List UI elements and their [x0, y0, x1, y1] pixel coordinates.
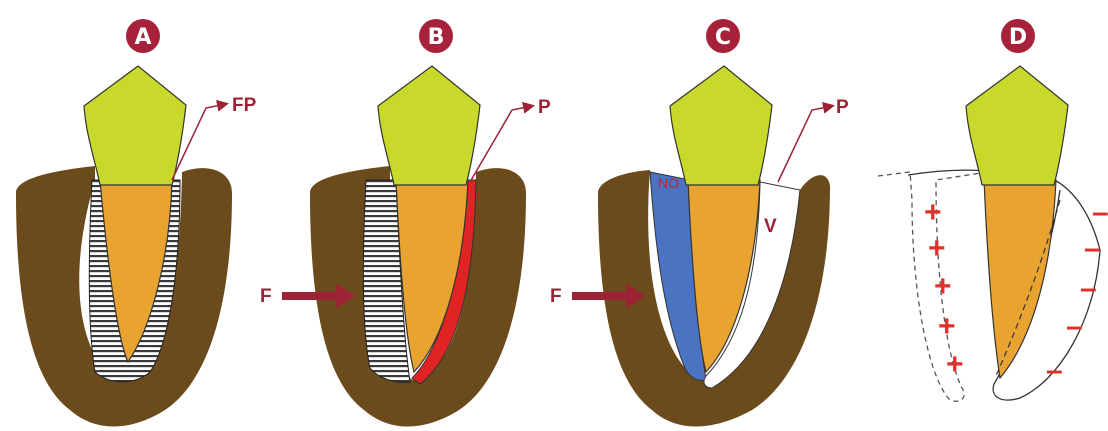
plus-sign: + — [946, 348, 964, 381]
label-f-c: F — [550, 286, 562, 307]
plus-sign: + — [938, 310, 956, 343]
panel-a: A FP — [16, 19, 257, 427]
panel-c: C P F NO V — [550, 19, 849, 427]
badge-a: A — [126, 19, 160, 53]
label-no: NO — [658, 175, 679, 191]
badge-c-text: C — [715, 25, 731, 50]
crown-b — [378, 66, 480, 185]
plus-sign: + — [928, 232, 946, 265]
label-f-b: F — [260, 286, 272, 307]
minus-sign: – — [1046, 354, 1063, 387]
label-fp: FP — [232, 95, 257, 116]
crown-c — [670, 66, 772, 185]
minus-sign: – — [1084, 232, 1101, 265]
plus-sign: + — [934, 270, 952, 303]
minus-sign: – — [1066, 310, 1083, 343]
label-v: V — [764, 216, 777, 237]
label-p-c: P — [836, 97, 849, 118]
crown-d — [966, 66, 1068, 185]
crown-a — [84, 66, 186, 185]
panel-b: B P F — [260, 19, 551, 427]
badge-a-text: A — [134, 25, 151, 50]
badge-d: D — [1001, 19, 1035, 53]
badge-d-text: D — [1009, 25, 1027, 50]
minus-sign: – — [1092, 196, 1108, 229]
badge-b: B — [419, 19, 453, 53]
pointer-line-c — [778, 106, 832, 182]
badge-b-text: B — [428, 25, 445, 50]
panel-d: D + + + + + – – – – – — [878, 19, 1108, 401]
label-p-b: P — [538, 97, 551, 118]
root-d — [984, 180, 1056, 378]
minus-sign: – — [1080, 272, 1097, 305]
badge-c: C — [706, 19, 740, 53]
plus-sign: + — [924, 196, 942, 229]
